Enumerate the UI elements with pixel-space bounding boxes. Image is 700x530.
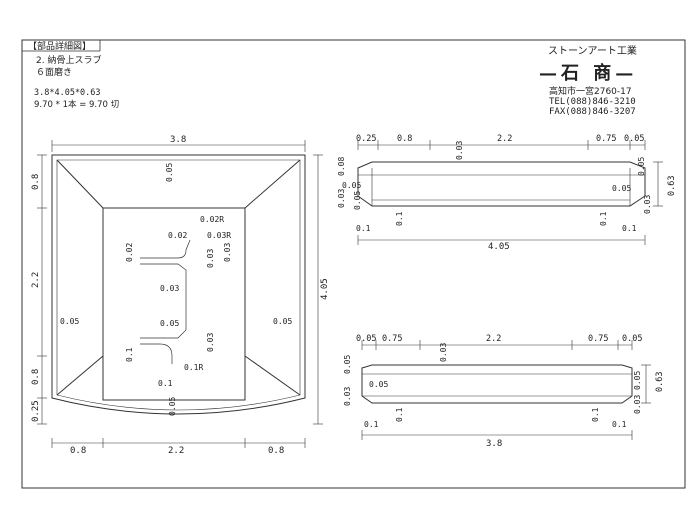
cut-note: 9.70 * 1本 = 9.70 切 [34,99,119,110]
size-note: 3.8*4.05*0.63 [34,88,101,98]
detail-f: 0.03 [223,243,232,262]
side-lower-left-b: 0.03 [343,387,352,406]
plan-height: 4.05 [320,278,330,300]
side-lower-seg2: 0.75 [382,334,402,344]
side-lower-left-a: 0.05 [343,355,352,374]
side-lower-low-d: 0.1 [612,420,627,429]
plan-left-gap: 0.05 [60,317,79,326]
plan-top-width: 3.8 [170,135,186,145]
sheet-frame [21,39,686,489]
side-lower-low-a: 0.1 [364,420,379,429]
side-upper-low-b: 0.1 [395,211,404,226]
side-lower-height: 0.63 [655,372,665,392]
plan-left-bottom: 0.8 [31,369,41,385]
company-fax: FAX(088)846-3207 [549,107,636,117]
side-view-upper [357,161,646,207]
side-lower-seg5: 0.05 [622,334,642,344]
plan-left-mid: 2.2 [31,272,41,288]
plan-bottom-right: 0.8 [268,446,284,456]
company-name: —石 商— [539,62,637,84]
side-upper-right-b: 0.05 [612,184,631,193]
side-view-lower [361,364,633,404]
side-upper-left-b: 0.05 [342,181,361,190]
side-lower-seg1: 0.05 [356,334,376,344]
company-tel: TEL(088)846-3210 [549,97,636,107]
side-upper-total: 4.05 [488,242,510,252]
side-upper-seg2: 0.8 [397,134,412,144]
side-lower-left-c: 0.05 [369,380,388,389]
detail-i: 0.03 [206,333,215,352]
side-lower-seg3: 2.2 [486,334,501,344]
side-upper-seg4: 0.75 [596,134,616,144]
side-upper-right-c: 0.03 [643,195,652,214]
side-upper-seg5: 0.05 [624,134,644,144]
plan-view [51,154,306,415]
finish-note: ６面磨き [36,67,72,78]
plan-inner-recess [102,207,246,401]
detail-b: 0.02R [200,215,224,224]
detail-d: 0.03R [207,231,231,240]
plan-right-gap: 0.05 [273,317,292,326]
detail-j: 0.1 [125,347,134,362]
detail-l: 0.1 [158,379,173,388]
detail-c: 0.02 [168,231,187,240]
plan-bottom-mid: 2.2 [168,446,184,456]
side-upper-dimension-lines [357,140,663,245]
plan-outline [51,154,306,415]
side-lower-top-mark: 0.03 [439,343,448,362]
side-upper-low-d: 0.1 [622,224,637,233]
plan-bottom-left: 0.8 [70,446,86,456]
side-lower-low-b: 0.1 [395,407,404,422]
side-upper-low-c: 0.1 [599,211,608,226]
side-lower-dimension-lines [361,340,651,440]
side-upper-seg3: 2.2 [497,134,512,144]
side-lower-right-b: 0.03 [633,395,642,414]
side-upper-seg1: 0.25 [356,134,376,144]
side-upper-top-mark: 0.03 [455,141,464,160]
plan-left-bottom2: 0.25 [31,400,41,422]
side-lower-low-c: 0.1 [591,407,600,422]
company-address: 高知市一宮2760-17 [549,85,632,97]
plan-dimension-lines [37,140,323,448]
side-upper-left-a: 0.08 [337,157,346,176]
plan-top-notch: 0.05 [165,163,174,182]
side-upper-right-a: 0.05 [637,157,646,176]
detail-k: 0.1R [184,363,203,372]
detail-g: 0.03 [160,284,179,293]
side-upper-left-d: 0.05 [353,191,362,210]
item-name: 2. 納骨上スラブ [36,54,101,66]
plan-bottom-notch: 0.05 [168,397,177,416]
detail-a: 0.02 [125,243,134,262]
side-upper-low-a: 0.1 [356,224,371,233]
side-lower-seg4: 0.75 [588,334,608,344]
side-upper-height: 0.63 [667,176,677,196]
detail-h: 0.05 [160,319,179,328]
plan-left-top: 0.8 [31,174,41,190]
side-lower-total: 3.8 [486,439,502,449]
company-tagline: ストーンアート工業 [548,44,637,57]
detail-e: 0.03 [206,249,215,268]
sheet-title: 【部品詳細図】 [28,40,91,52]
side-lower-right-a: 0.05 [633,371,642,390]
side-upper-left-c: 0.03 [337,189,346,208]
